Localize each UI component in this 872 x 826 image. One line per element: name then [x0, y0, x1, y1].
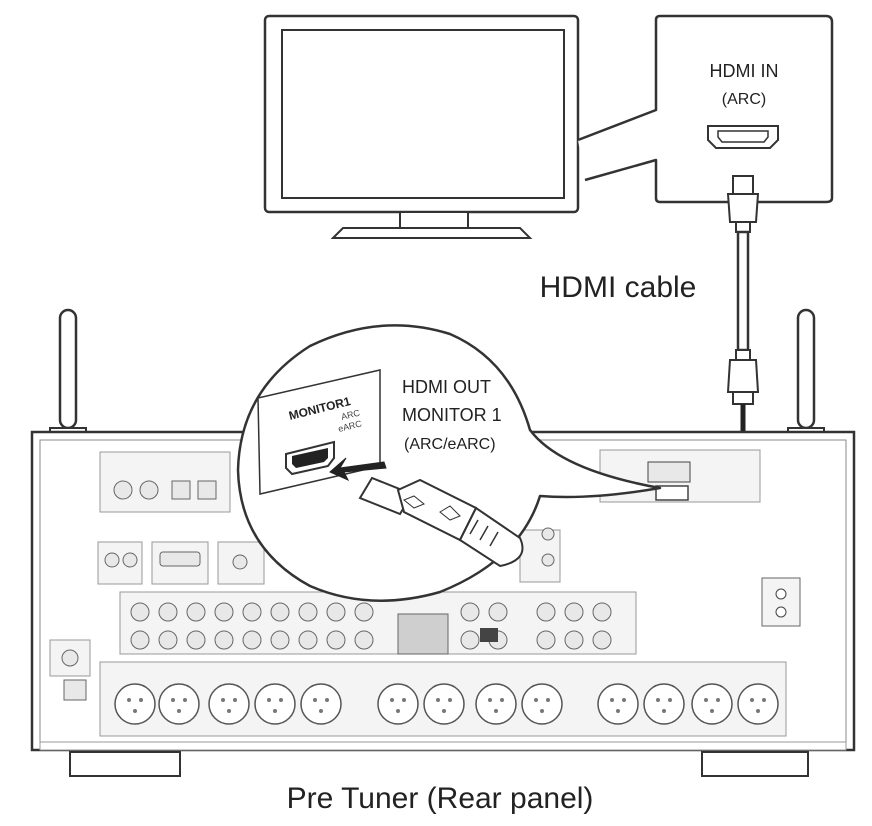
rca-row-bottom	[130, 630, 612, 650]
receiver-feet	[69, 751, 809, 777]
tv-port-callout: HDMI IN (ARC)	[577, 14, 834, 204]
caption: Pre Tuner (Rear panel)	[287, 782, 594, 815]
television	[263, 14, 580, 239]
rca-row-top	[130, 602, 612, 622]
out-label-line3: (ARC/eARC)	[404, 436, 496, 453]
tv-port-name: HDMI IN	[710, 61, 779, 81]
out-label-line1: HDMI OUT	[402, 377, 491, 397]
xlr-connectors	[114, 683, 779, 725]
hdmi-plug-icon	[358, 476, 524, 568]
out-label-line2: MONITOR 1	[402, 405, 502, 425]
hdmi-out-callout: MONITOR1 ARC eARC HDMI OUT MONITOR 1 (AR…	[236, 324, 662, 602]
hdmi-port-icon	[707, 125, 779, 149]
panel-port-arc: ARC	[340, 408, 361, 422]
tv-port-mode: (ARC)	[722, 91, 766, 108]
cable-label: HDMI cable	[540, 271, 697, 304]
